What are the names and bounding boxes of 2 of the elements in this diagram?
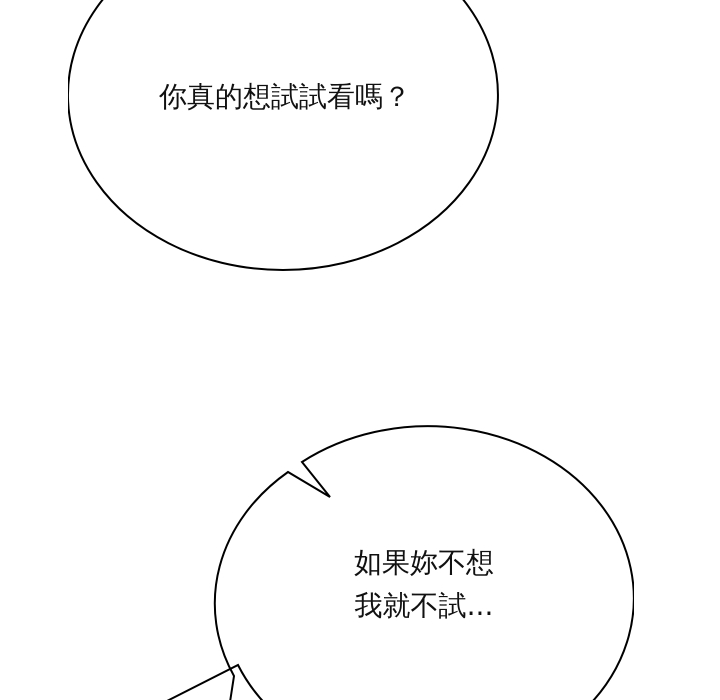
speech-text: 如果妳不想我就不試... [353,545,495,624]
speech-text: 你真的想試試看嗎？ [158,79,412,115]
